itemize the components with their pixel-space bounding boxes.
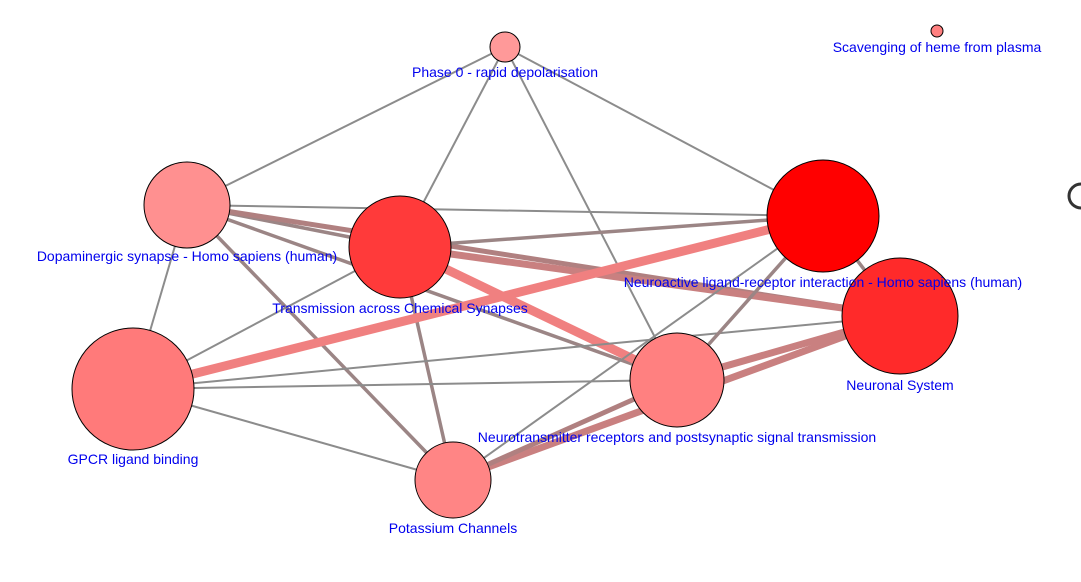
edge-dopa-neuroactive bbox=[186, 204, 824, 217]
node-trans[interactable] bbox=[348, 195, 452, 299]
edge-dopa-ntrans bbox=[186, 203, 678, 382]
node-label-neuroactive[interactable]: Neuroactive ligand-receptor interaction … bbox=[624, 274, 1022, 290]
node-label-gpcr[interactable]: GPCR ligand binding bbox=[68, 451, 199, 467]
node-label-ntrans[interactable]: Neurotransmitter receptors and postsynap… bbox=[478, 429, 876, 445]
node-phase0[interactable] bbox=[489, 31, 521, 63]
node-neuroactive[interactable] bbox=[766, 159, 880, 273]
edge-phase0-dopa bbox=[186, 46, 506, 206]
labels-layer: Phase 0 - rapid depolarisation Scavenging… bbox=[37, 39, 1042, 536]
edge-gpcr-ntrans bbox=[132, 379, 678, 390]
node-ntrans[interactable] bbox=[629, 332, 725, 428]
node-label-trans[interactable]: Transmission across Chemical Synapses bbox=[272, 300, 527, 316]
edge-trans-neuroactive bbox=[399, 214, 824, 249]
node-potassium[interactable] bbox=[414, 441, 492, 519]
node-heme[interactable] bbox=[930, 24, 944, 38]
edge-gpcr-neuronal bbox=[132, 315, 901, 390]
partial-circle-icon bbox=[1067, 182, 1081, 210]
node-label-dopa[interactable]: Dopaminergic synapse - Homo sapiens (hum… bbox=[37, 248, 337, 264]
node-label-phase0[interactable]: Phase 0 - rapid depolarisation bbox=[412, 64, 598, 80]
edge-trans-neuronal bbox=[399, 243, 901, 320]
edge-phase0-ntrans bbox=[504, 46, 678, 381]
node-gpcr[interactable] bbox=[71, 327, 195, 451]
edge-phase0-neuroactive bbox=[504, 46, 824, 217]
edge-gpcr-neuroactive bbox=[131, 211, 825, 394]
node-neuronal[interactable] bbox=[841, 257, 959, 375]
node-label-neuronal[interactable]: Neuronal System bbox=[846, 377, 953, 393]
node-label-potassium[interactable]: Potassium Channels bbox=[389, 520, 517, 536]
edge-neuroactive-potassium bbox=[452, 215, 824, 481]
node-label-heme[interactable]: Scavenging of heme from plasma bbox=[833, 39, 1042, 55]
nodes-layer bbox=[71, 24, 959, 519]
node-dopa[interactable] bbox=[143, 161, 231, 249]
